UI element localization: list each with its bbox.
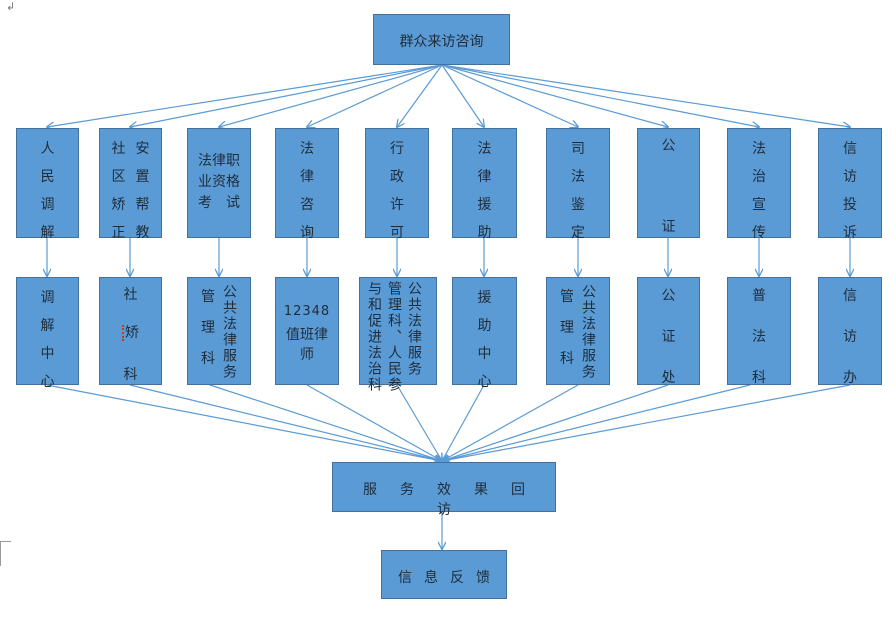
feedback-box-information: 信息反馈 [381, 550, 507, 599]
arrow-dept-to-callback-8 [442, 384, 751, 461]
service-box-legal-publicity: 法治宣传 [727, 128, 791, 241]
dept-label-line-3: 师 [300, 347, 314, 363]
dept-box-public-legal-service-mgmt: 管理科 公共法律服务 [187, 277, 251, 385]
dept-label: 调解中心 [40, 290, 55, 390]
dept-box-correction-section: 社 矫 科 [99, 277, 162, 385]
callback-box-service-follow-up: 服务效果回访 [332, 462, 556, 518]
dept-label-3: 科 [123, 367, 138, 383]
arrow-top-to-service-0 [47, 64, 443, 127]
service-box-petition-complaint: 信访投诉 [818, 128, 882, 241]
dept-label-col-left: 管理科 [560, 289, 574, 367]
service-box-mediation: 人民调解 [16, 128, 79, 241]
arrow-top-to-service-7 [441, 64, 668, 127]
dept-box-public-legal-and-rule-of-law: 公共法律服务 管理科、人民参 与和促进法治科 [359, 277, 437, 393]
dept-box-public-legal-service-mgmt-2: 管理科 公共法律服务 [546, 277, 610, 385]
service-label: 行政许可 [390, 141, 404, 241]
dept-label: 公共法律服务 管理科、人民参 与和促进法治科 [366, 281, 422, 393]
service-label: 法律咨询 [300, 141, 314, 241]
feedback-label: 信息反馈 [398, 570, 502, 586]
arrow-dept-to-callback-4 [396, 384, 442, 461]
service-box-administrative-license: 行政许可 [365, 128, 429, 241]
service-box-legal-consultation: 法律咨询 [275, 128, 339, 241]
arrow-top-to-service-8 [441, 64, 759, 127]
callback-label: 服务效果回访 [363, 482, 548, 518]
dept-box-mediation-center: 调解中心 [16, 277, 79, 390]
service-label-bottom: 证 [661, 219, 676, 235]
dept-box-notary-office: 公证处 [637, 277, 700, 386]
service-label: 法律职业资格考 试 [198, 153, 240, 211]
service-label-col-2: 安置帮教 [135, 141, 150, 241]
dept-label: 信访办 [843, 288, 857, 386]
arrow-top-to-service-6 [441, 64, 578, 127]
arrow-dept-to-callback-7 [442, 384, 669, 461]
page-corner-mark [0, 541, 11, 566]
dept-box-12348-duty-lawyer: 12348 值班律 师 [275, 277, 339, 385]
service-box-community-correction: 社区矫正 安置帮教 [99, 128, 162, 241]
service-label: 法治宣传 [752, 141, 766, 241]
dept-label: 普法科 [752, 288, 766, 386]
arrow-top-to-service-3 [307, 64, 443, 127]
arrow-dept-to-callback-1 [129, 384, 442, 461]
dept-label-1: 社 [123, 287, 138, 303]
dept-label-line-2: 值班律 [286, 327, 328, 343]
arrow-dept-to-callback-2 [209, 384, 442, 461]
dept-label: 公证处 [661, 288, 676, 386]
service-label-top: 公 [661, 138, 676, 154]
arrow-top-to-service-9 [441, 64, 850, 127]
top-box-visit-consultation: 群众来访咨询 [373, 14, 510, 65]
dept-label-col-right: 公共法律服务 [580, 284, 596, 380]
arrow-top-to-service-2 [219, 64, 443, 127]
dept-box-aid-center: 援助中心 [452, 277, 517, 390]
service-box-legal-aid: 法律援助 [452, 128, 517, 241]
service-label: 司法鉴定 [571, 141, 585, 241]
paragraph-mark-icon: ↲ [6, 0, 16, 13]
dept-label-col-right: 公共法律服务 [221, 284, 237, 380]
arrow-dept-to-callback-6 [442, 384, 579, 461]
service-label: 法律援助 [477, 141, 492, 241]
dept-label-line-1: 12348 [283, 304, 331, 319]
arrow-top-to-service-4 [397, 64, 443, 127]
arrow-dept-to-callback-5 [442, 384, 485, 461]
arrow-dept-to-callback-9 [442, 384, 851, 461]
dept-label: 援助中心 [477, 290, 492, 390]
service-box-notarization: 公 证 [637, 128, 700, 238]
dept-box-petition-office: 信访办 [818, 277, 882, 386]
arrow-dept-to-callback-3 [306, 384, 442, 461]
service-label: 人民调解 [40, 141, 55, 241]
arrow-top-to-service-5 [441, 64, 484, 127]
top-box-label: 群众来访咨询 [399, 34, 484, 50]
arrow-dept-to-callback-0 [46, 384, 442, 461]
service-box-legal-qualification-exam: 法律职业资格考 试 [187, 128, 251, 238]
service-label: 信访投诉 [843, 141, 857, 241]
arrow-top-to-service-1 [130, 64, 443, 127]
dept-label-2: 矫 [100, 322, 161, 342]
service-label-col-1: 社区矫正 [111, 141, 126, 241]
dept-label-col-left: 管理科 [201, 289, 215, 367]
dept-box-law-popularization-section: 普法科 [727, 277, 791, 386]
service-box-judicial-appraisal: 司法鉴定 [546, 128, 610, 241]
